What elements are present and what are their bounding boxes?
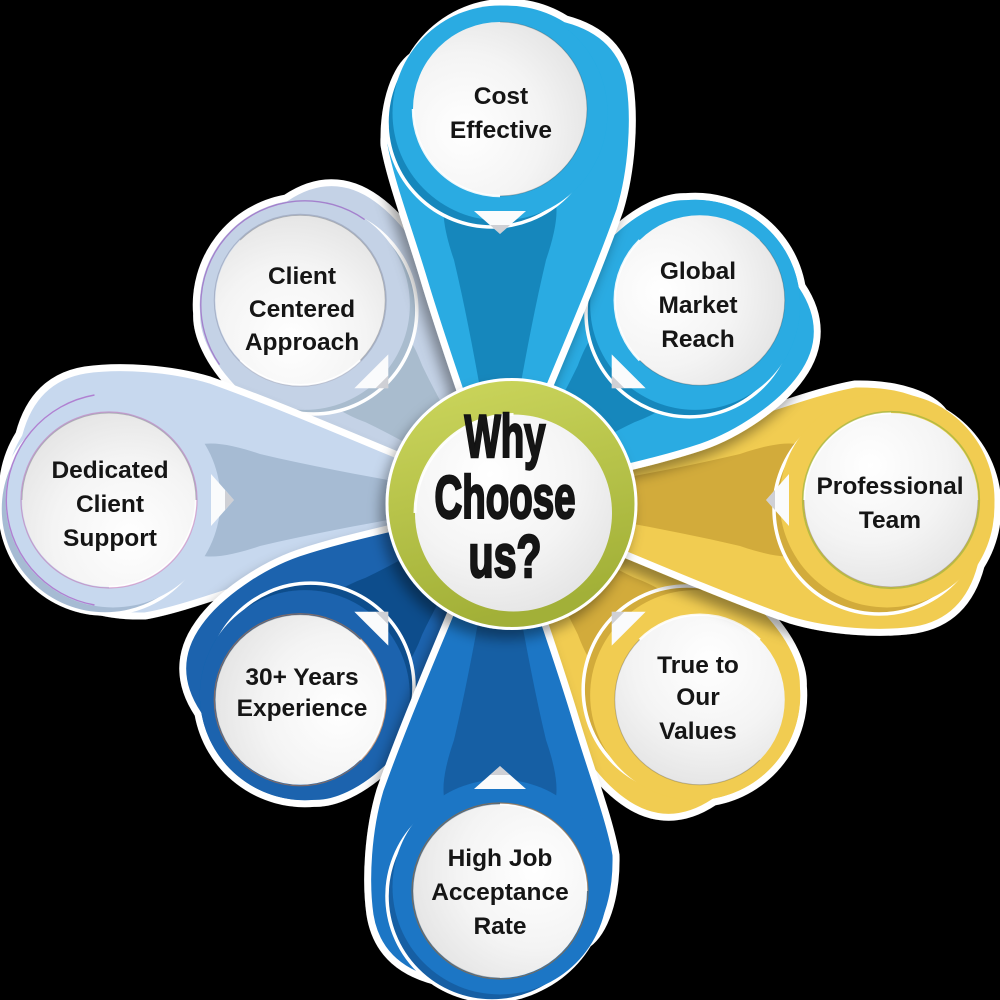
- svg-text:Acceptance: Acceptance: [431, 879, 569, 906]
- svg-text:Support: Support: [63, 525, 157, 552]
- svg-text:Choose: Choose: [435, 464, 576, 531]
- svg-text:High Job: High Job: [448, 845, 553, 872]
- svg-text:Centered: Centered: [249, 296, 355, 323]
- svg-text:Client: Client: [76, 491, 144, 518]
- svg-text:Professional: Professional: [816, 473, 963, 500]
- svg-text:Cost: Cost: [474, 83, 528, 110]
- svg-text:Approach: Approach: [245, 329, 359, 356]
- svg-text:Dedicated: Dedicated: [51, 457, 168, 484]
- svg-text:Our: Our: [676, 684, 720, 711]
- svg-text:Global: Global: [660, 258, 736, 285]
- svg-text:30+ Years: 30+ Years: [245, 664, 358, 691]
- svg-text:Market: Market: [659, 292, 738, 319]
- svg-text:Team: Team: [859, 507, 921, 534]
- svg-text:Reach: Reach: [661, 326, 735, 353]
- svg-text:True to: True to: [657, 652, 739, 679]
- svg-text:us?: us?: [469, 523, 542, 590]
- svg-text:Rate: Rate: [473, 913, 526, 940]
- svg-text:Values: Values: [659, 718, 737, 745]
- svg-text:Client: Client: [268, 263, 336, 290]
- svg-text:Why: Why: [465, 403, 546, 470]
- svg-text:Experience: Experience: [237, 695, 368, 722]
- svg-text:Effective: Effective: [450, 117, 552, 144]
